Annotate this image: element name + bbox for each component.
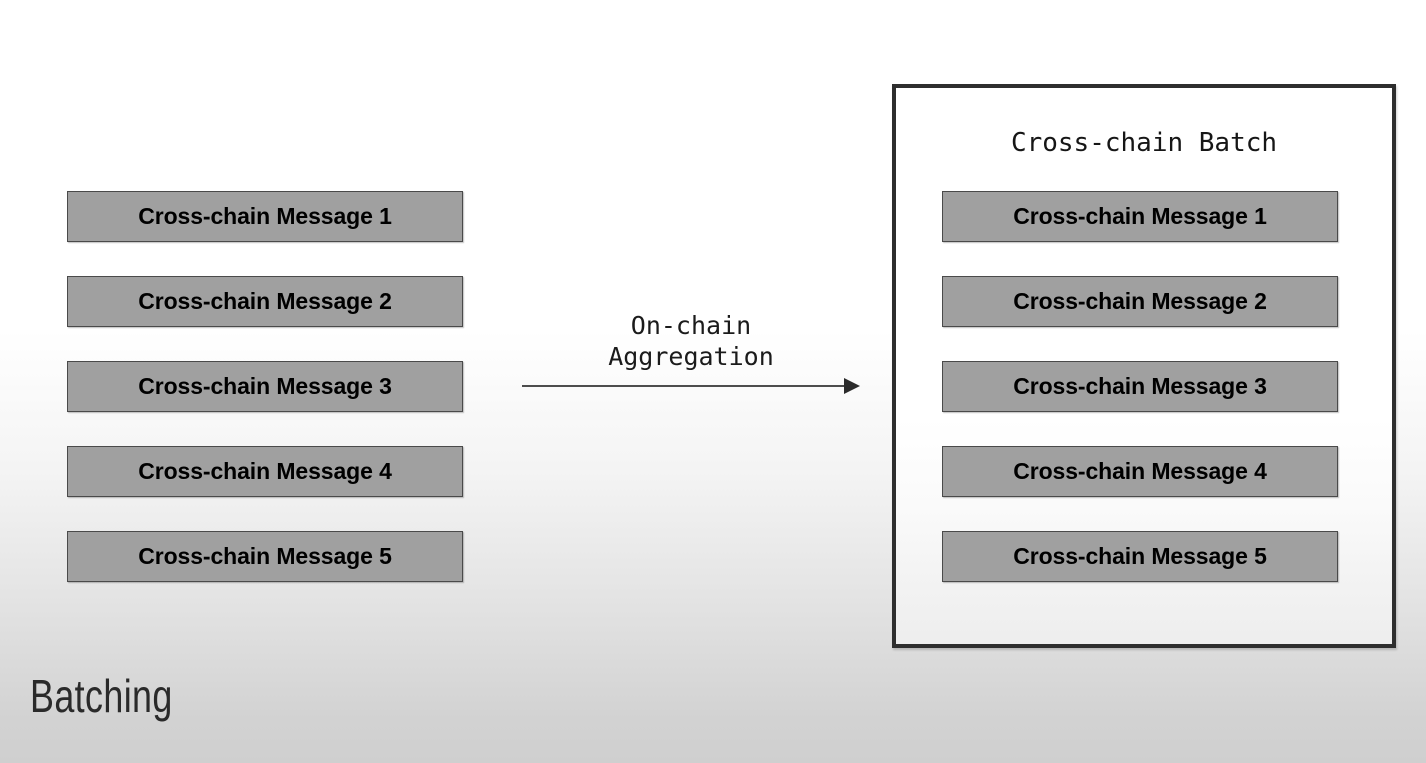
incoming-message-label-1: Cross-chain Message 1 [138, 203, 392, 229]
aggregation-arrow-label: On-chain Aggregation [608, 311, 774, 371]
incoming-message-box-5[interactable]: Cross-chain Message 5 [67, 531, 463, 582]
incoming-message-box-2[interactable]: Cross-chain Message 2 [67, 276, 463, 327]
batch-title: Cross-chain Batch [1010, 128, 1278, 158]
aggregation-arrow-group: On-chain Aggregation [522, 310, 860, 394]
batched-message-label-3: Cross-chain Message 3 [1013, 373, 1267, 399]
arrow-head-icon [844, 378, 860, 394]
batched-message-box-1[interactable]: Cross-chain Message 1 [942, 191, 1338, 242]
batched-message-label-4: Cross-chain Message 4 [1013, 458, 1267, 484]
batched-message-box-3[interactable]: Cross-chain Message 3 [942, 361, 1338, 412]
incoming-message-box-3[interactable]: Cross-chain Message 3 [67, 361, 463, 412]
batched-message-label-5: Cross-chain Message 5 [1013, 543, 1267, 569]
incoming-message-label-2: Cross-chain Message 2 [138, 288, 392, 314]
arrow-shaft [522, 385, 846, 387]
batched-message-box-2[interactable]: Cross-chain Message 2 [942, 276, 1338, 327]
cross-chain-batch-container: Cross-chain Batch Cross-chain Message 1 … [892, 84, 1396, 648]
incoming-message-box-4[interactable]: Cross-chain Message 4 [67, 446, 463, 497]
batched-message-box-5[interactable]: Cross-chain Message 5 [942, 531, 1338, 582]
batched-message-label-2: Cross-chain Message 2 [1013, 288, 1267, 314]
incoming-message-label-5: Cross-chain Message 5 [138, 543, 392, 569]
incoming-message-label-4: Cross-chain Message 4 [138, 458, 392, 484]
slide-caption: Batching [30, 670, 173, 722]
batched-message-label-1: Cross-chain Message 1 [1013, 203, 1267, 229]
batched-message-list: Cross-chain Message 1 Cross-chain Messag… [942, 191, 1338, 582]
incoming-message-list: Cross-chain Message 1 Cross-chain Messag… [67, 191, 463, 582]
incoming-message-label-3: Cross-chain Message 3 [138, 373, 392, 399]
batched-message-box-4[interactable]: Cross-chain Message 4 [942, 446, 1338, 497]
incoming-message-box-1[interactable]: Cross-chain Message 1 [67, 191, 463, 242]
